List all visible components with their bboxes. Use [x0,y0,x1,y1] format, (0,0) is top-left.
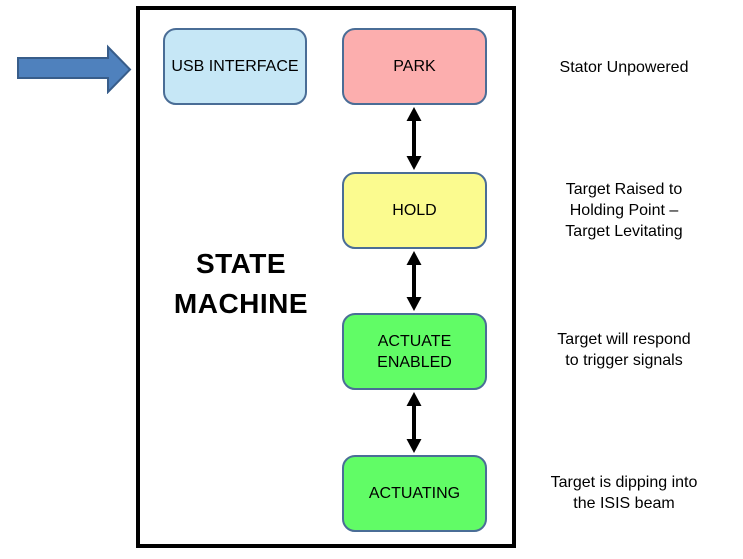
transition-arrow-hold-actuate-enabled [401,251,427,311]
state-label-park: PARK [393,58,436,75]
state-label-actuate-enabled: ACTUATE ENABLED [377,332,452,371]
input-arrow-icon [14,44,132,94]
double-headed-arrow-icon [406,251,422,311]
diagram-title: STATE MACHINE [173,248,309,319]
transition-arrow-park-hold [401,107,427,170]
state-label-actuating: ACTUATING [368,485,461,502]
usb-interface-box: USB INTERFACE [163,28,307,105]
annotation-actuate-enabled: Target will respond to trigger signals [557,331,691,369]
state-box-hold: HOLD [342,172,487,249]
annotation-park: Stator Unpowered [559,59,689,76]
right-block-arrow-icon [17,44,132,94]
state-box-actuate-enabled: ACTUATE ENABLED [342,313,487,390]
double-headed-arrow-icon [406,392,422,453]
annotation-hold: Target Raised to Holding Point – Target … [565,181,683,240]
usb-interface-label: USB INTERFACE [171,58,299,75]
state-box-actuating: ACTUATING [342,455,487,532]
state-box-park: PARK [342,28,487,105]
transition-arrow-actuate-enabled-actuating [401,392,427,453]
annotation-actuating: Target is dipping into the ISIS beam [550,474,698,512]
state-machine-frame [136,6,516,548]
double-headed-arrow-icon [406,107,422,170]
state-label-hold: HOLD [392,202,437,219]
